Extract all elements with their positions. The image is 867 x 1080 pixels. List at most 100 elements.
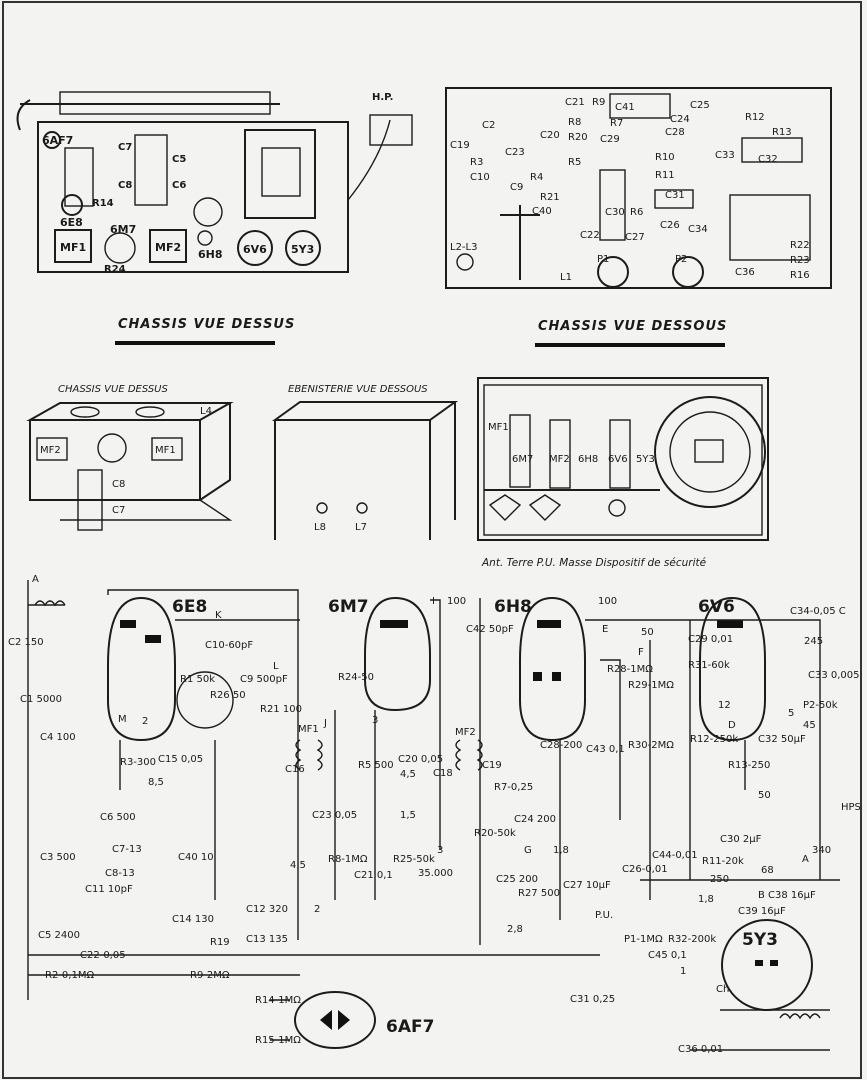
- schematic-label: K: [215, 610, 222, 621]
- chassis-bottom-label: C21: [565, 97, 585, 108]
- schematic-label: G: [524, 845, 532, 856]
- schematic-label: R1 50k: [180, 674, 215, 685]
- schematic-label: C12 320: [246, 904, 288, 915]
- schematic-label: P1-1MΩ: [624, 934, 663, 945]
- cabinet-label: L8: [314, 522, 326, 533]
- schematic-label: 100: [447, 596, 466, 607]
- schematic-label: C32 50μF: [758, 734, 806, 745]
- schematic-label: R15-1MΩ: [255, 1035, 301, 1046]
- schematic-label: C19: [482, 760, 502, 771]
- chassis-bottom-view: [445, 87, 832, 289]
- tube-label: 6V6: [698, 597, 735, 617]
- chassis-bottom-label: C34: [688, 224, 708, 235]
- chassis-bottom-label: C41: [615, 102, 635, 113]
- schematic-label: C24 200: [514, 814, 556, 825]
- schematic-label: R27 500: [518, 888, 560, 899]
- chassis-bottom-label: R3: [470, 157, 483, 168]
- schematic-label: C42 50pF: [466, 624, 514, 635]
- schematic-label: 3: [372, 715, 378, 726]
- chassis-top-label: C8: [118, 180, 132, 191]
- schematic-label: R26 50: [210, 690, 246, 701]
- schematic-label: C43 0,1: [586, 744, 625, 755]
- schematic-label: C34-0,05 C: [790, 606, 846, 617]
- tube-6v6-envelope: [699, 596, 766, 742]
- schematic-label: C39 16μF: [738, 906, 786, 917]
- schematic-label: R21 100: [260, 704, 302, 715]
- chassis-bottom-label: C36: [735, 267, 755, 278]
- chassis-top-label: R14: [92, 198, 114, 209]
- rear-label: MF1: [488, 422, 509, 433]
- schematic-label: 2: [142, 716, 148, 727]
- caption-rear-terminals: Ant. Terre P.U. Masse Dispositif de sécu…: [481, 557, 707, 569]
- schematic-label: C36 0,01: [678, 1044, 723, 1055]
- chassis-bottom-label: C32: [758, 154, 778, 165]
- chassis-bottom-label: R6: [630, 207, 643, 218]
- chassis-bottom-label: R21: [540, 192, 560, 203]
- tube-6m7-envelope: [364, 596, 431, 712]
- schematic-label: R24-50: [338, 672, 374, 683]
- caption-cabinet: EBENISTERIE VUE DESSOUS: [288, 384, 428, 395]
- chassis-bottom-label: L2-L3: [450, 242, 477, 253]
- chassis-bottom-label: R7: [610, 118, 623, 129]
- schematic-label: R25-50k: [393, 854, 435, 865]
- chassis-top-small-view: [26, 402, 234, 531]
- schematic-label: C7-13: [112, 844, 142, 855]
- schematic-label: P2-50k: [803, 700, 838, 711]
- schematic-label: C38 16μF: [768, 890, 816, 901]
- schematic-label: C9 500pF: [240, 674, 288, 685]
- chassis-bottom-label: R4: [530, 172, 543, 183]
- chassis-bottom-label: C23: [505, 147, 525, 158]
- schematic-label: HPS: [841, 802, 861, 813]
- chassis-top-label: 6H8: [198, 248, 223, 261]
- chassis-top-label: 6M7: [110, 223, 136, 236]
- chassis-bottom-label: R5: [568, 157, 581, 168]
- rear-label: 5Y3: [636, 454, 655, 465]
- schematic-label: C4 100: [40, 732, 76, 743]
- schematic-label: R9-2MΩ: [190, 970, 230, 981]
- schematic-label: C33 0,005: [808, 670, 860, 681]
- cabinet-label: L7: [355, 522, 367, 533]
- schematic-label: C26-0,01: [622, 864, 668, 875]
- chassis-top-label: C6: [172, 180, 186, 191]
- chassis-bottom-label: C30: [605, 207, 625, 218]
- chassis-top-label: 6AF7: [42, 134, 73, 147]
- schematic: [27, 580, 840, 1051]
- schematic-label: R11-20k: [702, 856, 744, 867]
- schematic-label: F: [638, 647, 644, 658]
- schematic-label: L: [273, 661, 279, 672]
- chassis-bottom-label: C27: [625, 232, 645, 243]
- schematic-label: C2 150: [8, 637, 44, 648]
- chassis-bottom-label: R11: [655, 170, 675, 181]
- schematic-label: 50: [641, 627, 654, 638]
- schematic-label: R8-1MΩ: [328, 854, 368, 865]
- schematic-label: C1 5000: [20, 694, 62, 705]
- small-view-label: MF1: [155, 445, 176, 456]
- rear-label: MF2: [549, 454, 570, 465]
- schematic-label: C22-0,05: [80, 950, 126, 961]
- chassis-bottom-label: C28: [665, 127, 685, 138]
- tube-label: 5Y3: [742, 930, 778, 950]
- schematic-label: C10-60pF: [205, 640, 253, 651]
- schematic-label: C16: [285, 764, 305, 775]
- chassis-bottom-label: R20: [568, 132, 588, 143]
- schematic-label: A: [32, 574, 39, 585]
- chassis-bottom-label: R8: [568, 117, 581, 128]
- chassis-top-label: 6E8: [60, 216, 83, 229]
- schematic-label: C13 135: [246, 934, 288, 945]
- chassis-bottom-label: R12: [745, 112, 765, 123]
- schematic-label: C5 2400: [38, 930, 80, 941]
- schematic-label: 8,5: [148, 777, 164, 788]
- schematic-label: A: [802, 854, 809, 865]
- schematic-label: R30-2MΩ: [628, 740, 674, 751]
- schematic-label: C45 0,1: [648, 950, 687, 961]
- chassis-bottom-label: C26: [660, 220, 680, 231]
- schematic-label: C3 500: [40, 852, 76, 863]
- schematic-label: C44-0,01: [652, 850, 698, 861]
- small-view-label: C8: [112, 479, 125, 490]
- schematic-label: B: [758, 890, 765, 901]
- chassis-bottom-label: C33: [715, 150, 735, 161]
- chassis-bottom-label: C22: [580, 230, 600, 241]
- schematic-label: R29-1MΩ: [628, 680, 674, 691]
- schematic-label: 45: [803, 720, 816, 731]
